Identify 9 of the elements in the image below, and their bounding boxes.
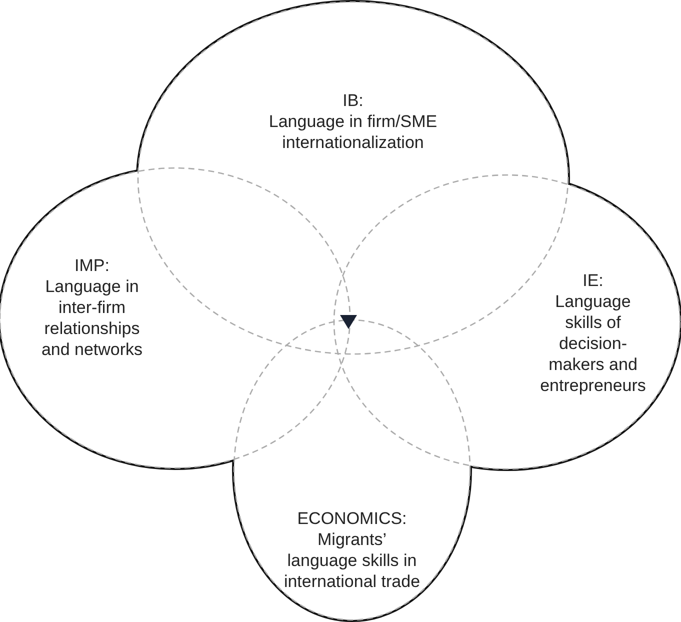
circle-label: Language in firm/SME internationalization xyxy=(268,111,438,153)
circle-label: Migrants’ language skills in international trade xyxy=(282,529,422,592)
circle-heading: IB: xyxy=(342,90,364,111)
circle-heading: IMP: xyxy=(74,255,110,276)
circle-heading: IE: xyxy=(582,270,604,291)
circle-label: Language in inter-firm relationships and networks xyxy=(40,276,144,360)
venn-circle xyxy=(234,320,470,620)
circle-label: Language skills of decision-makers and entrepreneurs xyxy=(539,291,647,396)
circle-heading: ECONOMICS: xyxy=(296,508,408,529)
